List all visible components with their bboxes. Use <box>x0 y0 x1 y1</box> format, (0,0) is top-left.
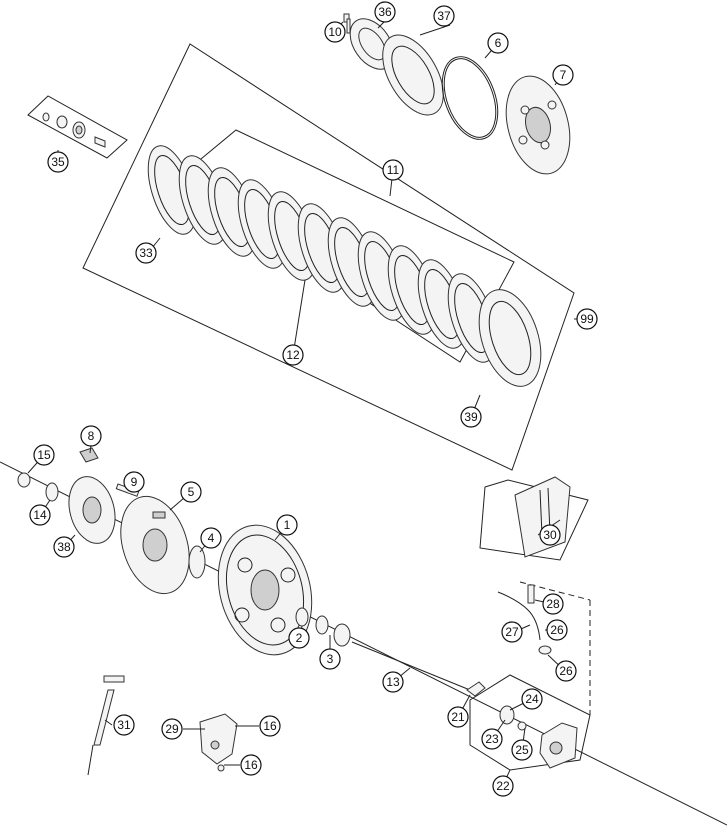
callout-4: 4 <box>200 527 222 549</box>
callout-16-upper-label: 16 <box>263 719 277 733</box>
callout-16-lower-label: 16 <box>244 758 258 772</box>
syringe-part <box>87 675 125 776</box>
callout-14-label: 14 <box>33 508 47 522</box>
callout-31-label: 31 <box>117 718 131 732</box>
wire-ring-part <box>441 56 499 140</box>
push-rod-part <box>351 641 471 691</box>
callout-26-lower: 26 <box>555 660 577 682</box>
cover-frame <box>479 479 589 561</box>
fitting-part <box>199 713 238 772</box>
callout-26-lower-label: 26 <box>559 664 573 678</box>
callout-39-label: 39 <box>464 410 478 424</box>
callout-10-label: 10 <box>328 25 342 39</box>
spring-disc-part <box>382 34 444 116</box>
clutch-plates-stack <box>147 145 542 387</box>
small-parts-frame <box>27 95 128 159</box>
callout-24: 24 <box>521 688 543 710</box>
callout-4-label: 4 <box>208 531 215 545</box>
callout-30-label: 30 <box>543 528 557 542</box>
callout-11-label: 11 <box>387 163 400 177</box>
callout-6: 6 <box>487 32 509 54</box>
callout-1: 1 <box>276 514 298 536</box>
callout-7: 7 <box>552 64 574 86</box>
callout-11: 11 <box>382 159 404 181</box>
callout-27: 27 <box>501 621 523 643</box>
callout-13-label: 13 <box>386 675 400 689</box>
clutch-pack-frame <box>82 43 575 471</box>
callout-25: 25 <box>511 739 533 761</box>
callout-16-upper: 16 <box>259 715 281 737</box>
bushing-parts <box>295 607 351 647</box>
callout-21-label: 21 <box>451 710 465 724</box>
callout-12-label: 12 <box>286 348 300 362</box>
callout-35-label: 35 <box>51 155 65 169</box>
callout-36-label: 36 <box>378 5 392 19</box>
callout-30: 30 <box>539 524 561 546</box>
callout-36: 36 <box>374 1 396 23</box>
inner-hub-part <box>120 495 190 595</box>
callout-27-label: 27 <box>505 625 519 639</box>
callout-16-lower: 16 <box>240 754 262 776</box>
pressure-plate-part <box>505 75 571 175</box>
callout-22-label: 22 <box>496 779 510 793</box>
callout-33: 33 <box>135 242 157 264</box>
hub-assembly <box>17 447 140 544</box>
callout-13: 13 <box>382 671 404 693</box>
callout-25-label: 25 <box>515 743 529 757</box>
callout-14: 14 <box>29 504 51 526</box>
callout-28: 28 <box>542 593 564 615</box>
screw-part <box>343 13 351 34</box>
leader-lines <box>27 20 585 786</box>
callout-1-label: 1 <box>284 518 291 532</box>
callout-6-label: 6 <box>495 36 502 50</box>
callout-7-label: 7 <box>560 68 567 82</box>
callout-21: 21 <box>447 706 469 728</box>
clutch-basket-part <box>217 524 313 656</box>
callout-9: 9 <box>123 471 145 493</box>
callout-9-label: 9 <box>131 475 138 489</box>
callout-10: 10 <box>324 21 346 43</box>
callout-37: 37 <box>433 5 455 27</box>
callout-38: 38 <box>53 536 75 558</box>
callout-22: 22 <box>492 775 514 797</box>
callout-26-upper-label: 26 <box>550 623 564 637</box>
callout-15: 15 <box>33 444 55 466</box>
callout-3: 3 <box>319 648 341 670</box>
callout-5-label: 5 <box>188 485 195 499</box>
callout-37-label: 37 <box>437 9 451 23</box>
callout-8-label: 8 <box>88 429 95 443</box>
callout-23-label: 23 <box>485 732 499 746</box>
slave-cylinder-frame <box>469 674 591 771</box>
callout-2: 2 <box>288 627 310 649</box>
cover-part <box>514 476 571 558</box>
callout-31: 31 <box>113 714 135 736</box>
callout-5: 5 <box>180 481 202 503</box>
callout-28-label: 28 <box>546 597 560 611</box>
callout-33-label: 33 <box>139 246 153 260</box>
callout-3-label: 3 <box>327 652 334 666</box>
callout-15-label: 15 <box>37 448 51 462</box>
callout-24-label: 24 <box>525 692 539 706</box>
callout-99-label: 99 <box>580 312 594 326</box>
thrust-washer-part <box>188 545 206 579</box>
callout-2-label: 2 <box>296 631 303 645</box>
callout-39: 39 <box>460 406 482 428</box>
callout-29-label: 29 <box>165 722 179 736</box>
callout-26-upper: 26 <box>546 619 568 641</box>
callout-8: 8 <box>80 425 102 447</box>
callout-38-label: 38 <box>57 540 71 554</box>
slave-cylinder-part <box>466 681 578 769</box>
callout-23: 23 <box>481 728 503 750</box>
callout-12: 12 <box>282 344 304 366</box>
callout-99: 99 <box>576 308 598 330</box>
hose-part <box>497 584 552 655</box>
callout-35: 35 <box>47 151 69 173</box>
callout-29: 29 <box>161 718 183 740</box>
small-parts-group <box>42 112 106 148</box>
